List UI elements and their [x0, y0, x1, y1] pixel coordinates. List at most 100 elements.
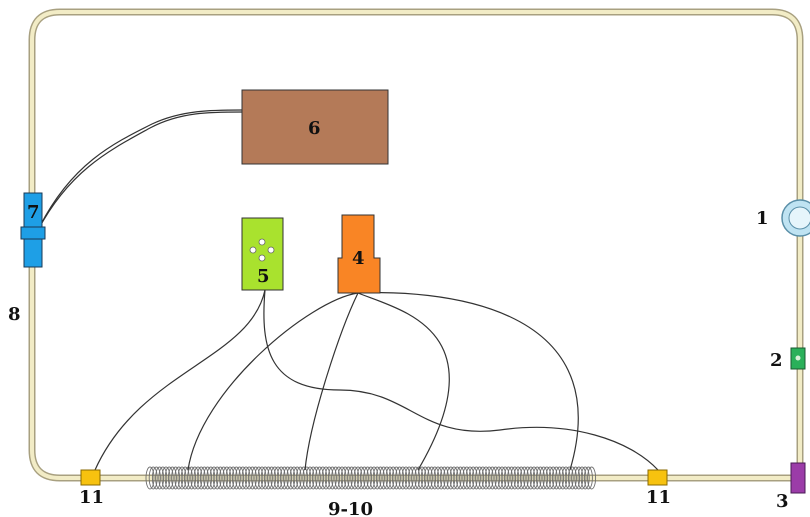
- coil-loop: [395, 466, 405, 490]
- coil-loop: [145, 466, 155, 490]
- coil-loop: [180, 466, 190, 490]
- coil-loop: [174, 466, 184, 490]
- coil-loop: [171, 466, 181, 490]
- coil-loop: [468, 466, 478, 490]
- coil-loop: [455, 466, 465, 490]
- coil-loop: [244, 466, 254, 490]
- coil-loop: [523, 466, 533, 490]
- label-11-right: 11: [646, 487, 671, 508]
- coil-loop: [155, 466, 165, 490]
- coil-loop: [526, 466, 536, 490]
- coil-loop: [228, 466, 238, 490]
- coil-loop: [417, 466, 427, 490]
- component-3: [790, 462, 806, 494]
- coil-loop: [555, 466, 565, 490]
- coil-loop: [567, 466, 577, 490]
- box-4: [337, 214, 381, 294]
- coil-loop: [235, 466, 245, 490]
- coil-loop: [449, 466, 459, 490]
- coil-loop: [199, 466, 209, 490]
- coil-loop: [587, 466, 597, 490]
- coupler-7: [20, 192, 46, 268]
- coil-loop: [343, 466, 353, 490]
- coil-loop: [407, 466, 417, 490]
- label-9-10: 9-10: [328, 499, 373, 517]
- coil-loop: [366, 466, 376, 490]
- hole-right: [267, 246, 275, 254]
- box-5-holes: [249, 238, 275, 262]
- coil-loop: [308, 466, 318, 490]
- coil-loop: [369, 466, 379, 490]
- wire-4-to-coil-a: [187, 292, 359, 471]
- coil-loop: [238, 466, 248, 490]
- coil-loop: [459, 466, 469, 490]
- coil-loop: [356, 466, 366, 490]
- coil-loop: [148, 466, 158, 490]
- coil-loop: [561, 466, 571, 490]
- coil-loop: [452, 466, 462, 490]
- label-6: 6: [308, 118, 321, 139]
- coil-loop: [516, 466, 526, 490]
- coil-loop: [430, 466, 440, 490]
- hole-bottom: [258, 254, 266, 262]
- coil-loop: [212, 466, 222, 490]
- coil-loop: [475, 466, 485, 490]
- coil-loop: [548, 466, 558, 490]
- coil-loop: [359, 466, 369, 490]
- coil-loop: [503, 466, 513, 490]
- coil-loop: [353, 466, 363, 490]
- coil-loop: [385, 466, 395, 490]
- coil-loop: [375, 466, 385, 490]
- coil-loop: [363, 466, 373, 490]
- box-6: [241, 89, 389, 165]
- coupler-7-bottom: [23, 238, 43, 268]
- coil-loop: [187, 466, 197, 490]
- coil-loop: [487, 466, 497, 490]
- coil-loop: [340, 466, 350, 490]
- wire-5-to-right-connector: [263, 289, 659, 471]
- coil-loop: [318, 466, 328, 490]
- coil-loop: [484, 466, 494, 490]
- coil-loop: [471, 466, 481, 490]
- coil-loop: [446, 466, 456, 490]
- coil-loop: [273, 466, 283, 490]
- label-2: 2: [770, 350, 783, 371]
- coil-loop: [299, 466, 309, 490]
- coil-loop: [206, 466, 216, 490]
- coil-loop: [241, 466, 251, 490]
- coil-loop: [209, 466, 219, 490]
- coil-loop: [401, 466, 411, 490]
- coil-loop: [283, 466, 293, 490]
- coil-loop: [315, 466, 325, 490]
- label-8: 8: [8, 304, 21, 325]
- coil-loop: [263, 466, 273, 490]
- coil-loop: [571, 466, 581, 490]
- label-5: 5: [257, 266, 270, 287]
- coil-loop: [324, 466, 334, 490]
- box-5: [241, 217, 284, 291]
- coupler-7-mid: [20, 226, 46, 240]
- coil-loop: [177, 466, 187, 490]
- isolator-inner: [788, 206, 810, 230]
- coil-loop: [254, 466, 264, 490]
- coil-loop: [545, 466, 555, 490]
- coil-loop: [491, 466, 501, 490]
- coil-loop: [158, 466, 168, 490]
- coil-loop: [372, 466, 382, 490]
- coil-loop: [433, 466, 443, 490]
- coil-loop: [542, 466, 552, 490]
- coil-loop: [247, 466, 257, 490]
- fiber-ring-inner: [30, 10, 802, 480]
- coil-loop: [279, 466, 289, 490]
- coil-loop: [500, 466, 510, 490]
- coil-loop: [251, 466, 261, 490]
- wire-4-to-coil-c: [357, 292, 450, 471]
- coil-loop: [196, 466, 206, 490]
- fiber-coil: [145, 466, 597, 490]
- coil-loop: [494, 466, 504, 490]
- coil-loop: [305, 466, 315, 490]
- component-2-dot: [795, 355, 801, 361]
- coil-loop: [497, 466, 507, 490]
- coil-loop: [539, 466, 549, 490]
